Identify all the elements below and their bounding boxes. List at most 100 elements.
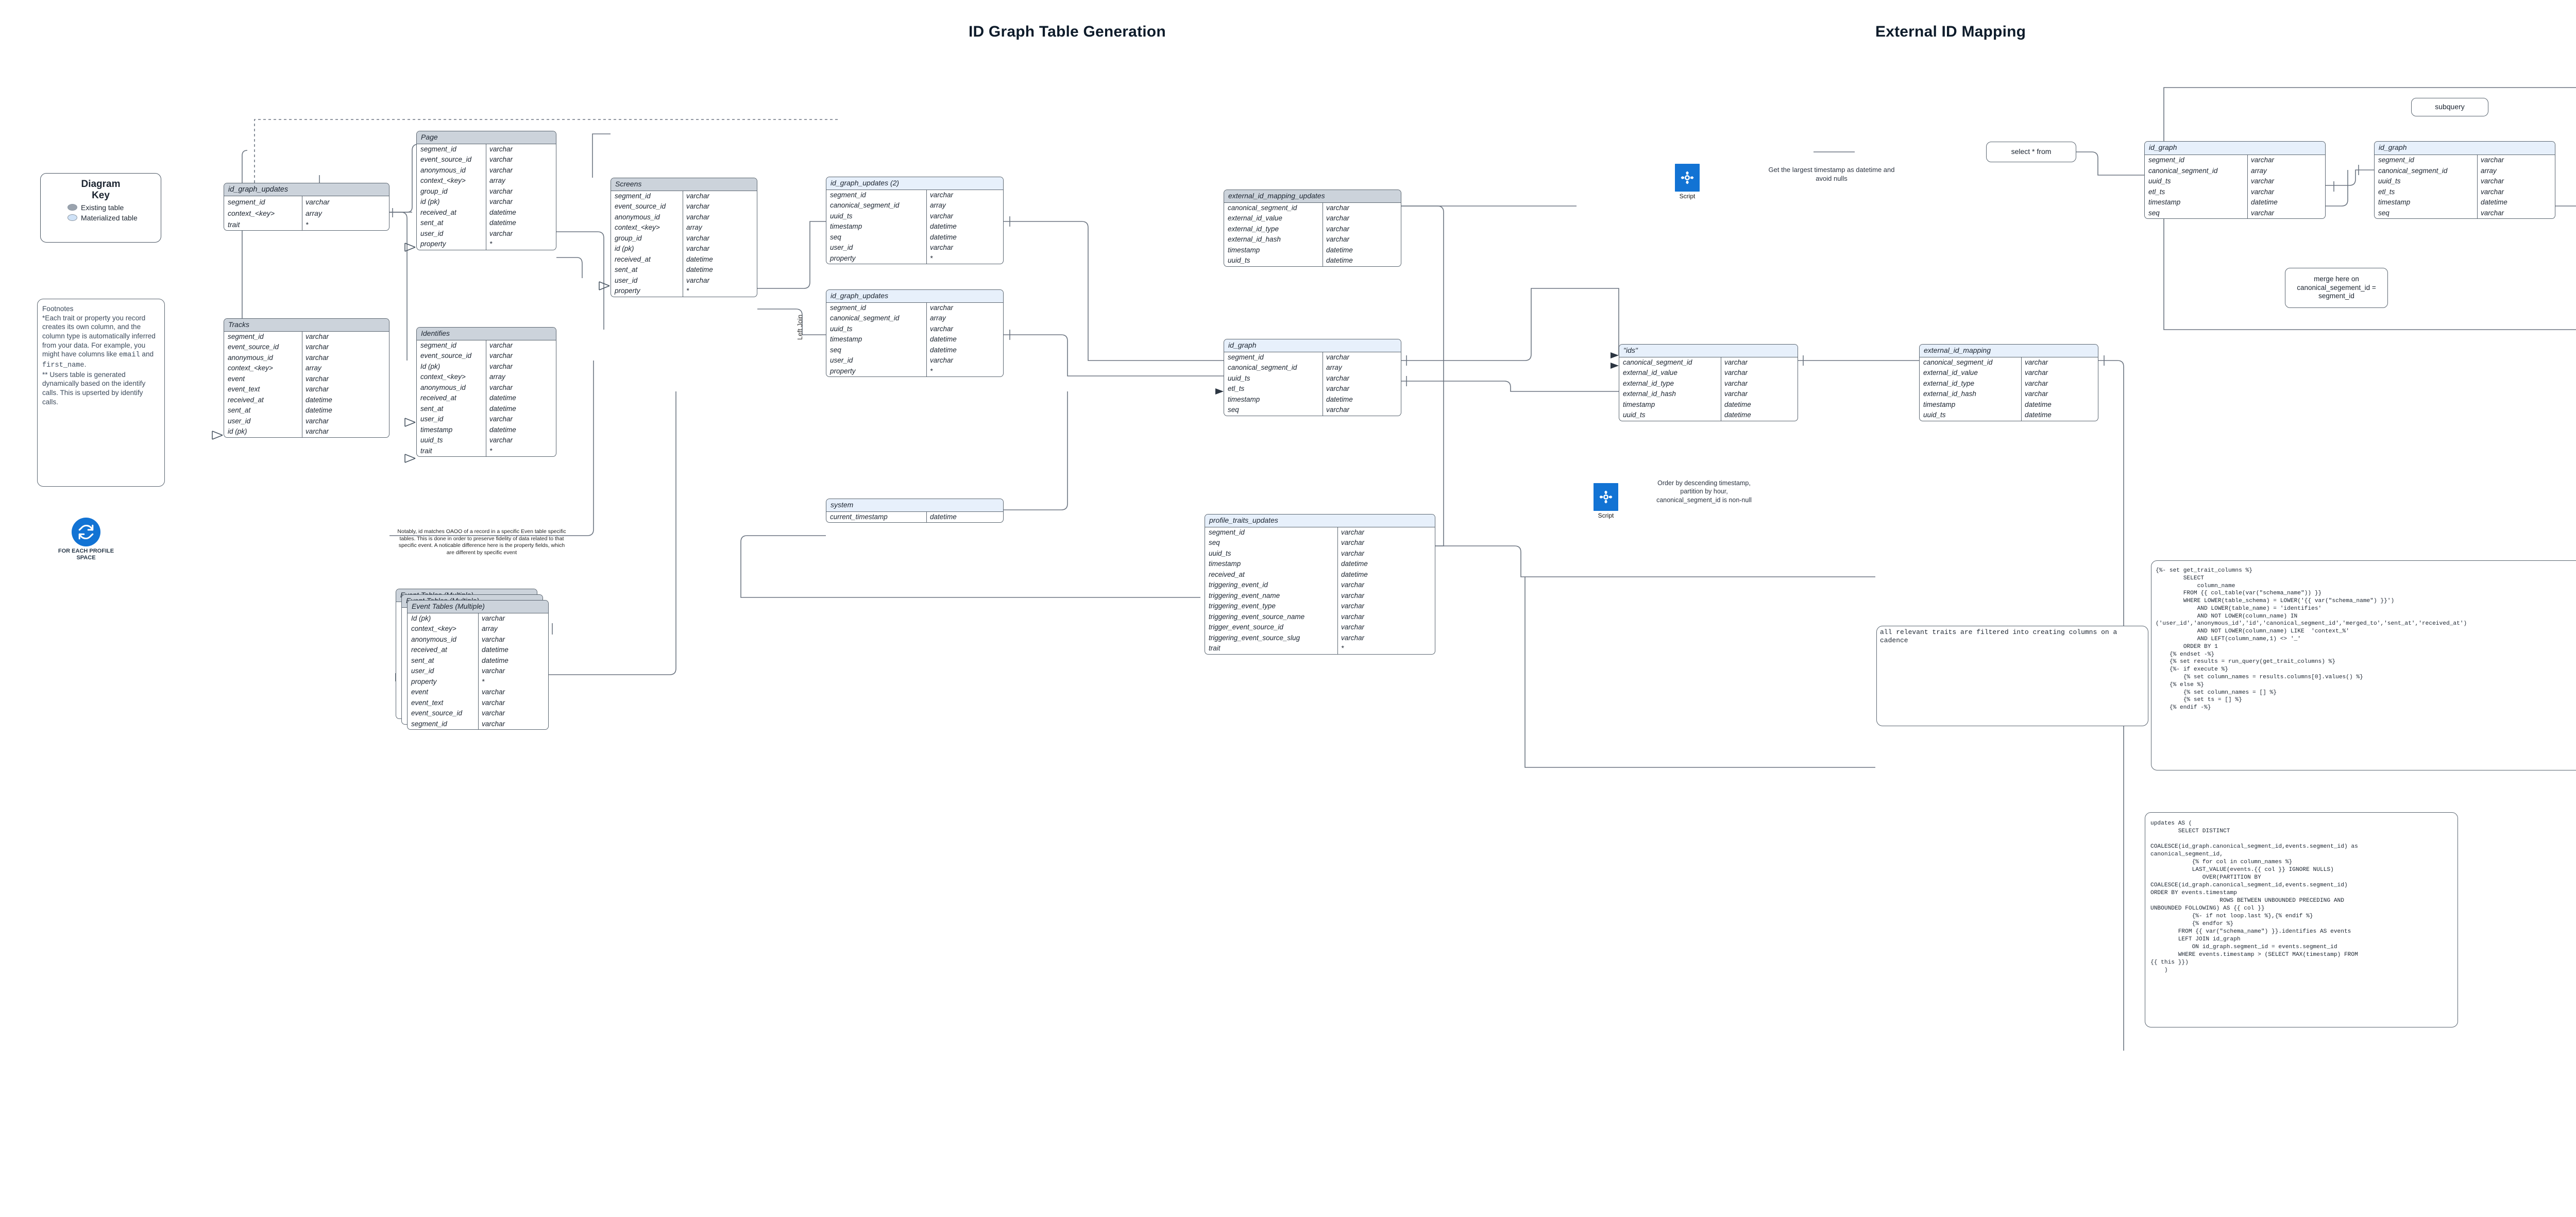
er-table-row[interactable]: property* bbox=[826, 366, 1003, 376]
er-table-row[interactable]: Id (pk)varchar bbox=[417, 361, 556, 372]
er-table-row[interactable]: property* bbox=[826, 253, 1003, 264]
er-table-row[interactable]: trait* bbox=[1205, 643, 1435, 654]
er-table-row[interactable]: id (pk)varchar bbox=[224, 426, 389, 437]
er-table-row[interactable]: context_<key>array bbox=[611, 222, 757, 233]
er-table-row[interactable]: trait* bbox=[417, 445, 556, 456]
er-table-row[interactable]: context_<key>array bbox=[417, 176, 556, 186]
er-table-row[interactable]: property* bbox=[408, 676, 548, 687]
er-table-row[interactable]: context_<key>array bbox=[417, 372, 556, 383]
er-table-row[interactable]: id (pk)varchar bbox=[611, 244, 757, 254]
er-table-row[interactable]: Id (pk)varchar bbox=[408, 613, 548, 624]
er-table-row[interactable]: context_<key>array bbox=[224, 208, 389, 219]
er-table-row[interactable]: id (pk)varchar bbox=[417, 197, 556, 208]
er-table-row[interactable]: trait* bbox=[224, 219, 389, 231]
